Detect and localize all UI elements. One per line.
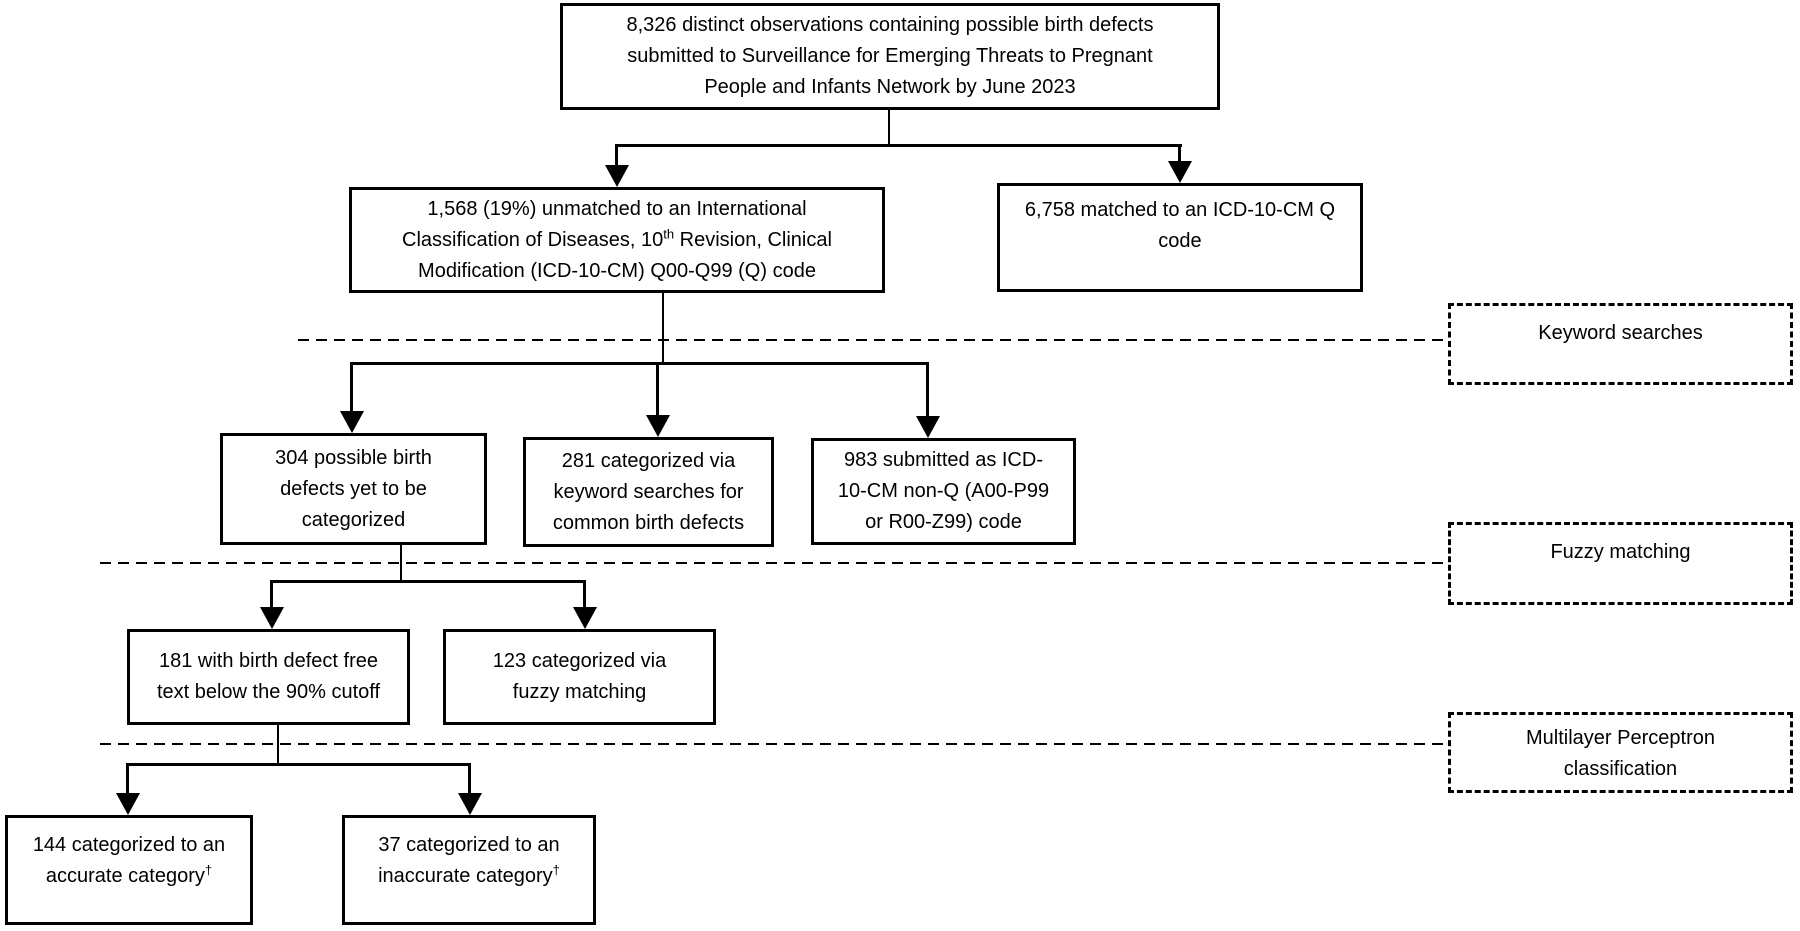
stage-label-fuzzy-matching: Fuzzy matching	[1448, 522, 1793, 605]
connector-bar	[616, 144, 1182, 147]
node-inaccurate-category-text: 37 categorized to an inaccurate category…	[378, 834, 560, 887]
stage-divider-fuzzy	[100, 562, 1448, 564]
connector-bar	[126, 763, 471, 766]
node-matched-icd: 6,758 matched to an ICD-10-CM Q code	[997, 183, 1363, 292]
node-fuzzy-categorized: 123 categorized via fuzzy matching	[443, 629, 716, 725]
stage-label-keyword-searches-text: Keyword searches	[1538, 322, 1703, 344]
connector-stem	[277, 725, 279, 765]
connector-drop	[468, 763, 471, 796]
arrow-down-icon	[458, 793, 482, 815]
node-unmatched-icd: 1,568 (19%) unmatched to an Internationa…	[349, 187, 885, 293]
arrow-down-icon	[646, 415, 670, 437]
arrow-down-icon	[605, 165, 629, 187]
arrow-down-icon	[573, 607, 597, 629]
stage-label-mlp-classification: Multilayer Perceptron classification	[1448, 712, 1793, 793]
connector-bar	[350, 362, 929, 365]
node-total-observations: 8,326 distinct observations containing p…	[560, 3, 1220, 110]
connector-drop	[350, 362, 353, 414]
connector-drop	[615, 144, 618, 172]
node-below-cutoff-text: 181 with birth defect free text below th…	[156, 650, 381, 703]
node-total-observations-text: 8,326 distinct observations containing p…	[626, 14, 1154, 98]
node-unmatched-icd-text: 1,568 (19%) unmatched to an Internationa…	[402, 197, 832, 282]
connector-stem	[662, 293, 664, 364]
connector-drop	[126, 763, 129, 796]
stage-label-fuzzy-matching-text: Fuzzy matching	[1550, 541, 1691, 563]
connector-bar	[270, 580, 586, 583]
connector-drop	[270, 580, 273, 610]
arrow-down-icon	[260, 607, 284, 629]
node-keyword-categorized: 281 categorized via keyword searches for…	[523, 437, 774, 547]
node-uncategorized-text: 304 possible birth defects yet to be cat…	[275, 446, 432, 531]
connector-drop	[656, 362, 659, 418]
superscript-dagger: †	[552, 862, 560, 878]
stage-label-keyword-searches: Keyword searches	[1448, 303, 1793, 385]
node-nonq-code-text: 983 submitted as ICD- 10-CM non-Q (A00-P…	[837, 449, 1050, 533]
connector-drop	[1178, 144, 1181, 168]
superscript-th: th	[663, 225, 675, 241]
node-below-cutoff: 181 with birth defect free text below th…	[127, 629, 410, 725]
arrow-down-icon	[116, 793, 140, 815]
arrow-down-icon	[916, 416, 940, 438]
node-fuzzy-categorized-text: 123 categorized via fuzzy matching	[492, 650, 667, 703]
node-nonq-code: 983 submitted as ICD- 10-CM non-Q (A00-P…	[811, 438, 1076, 545]
stage-divider-mlp	[100, 743, 1448, 745]
arrow-down-icon	[340, 411, 364, 433]
node-keyword-categorized-text: 281 categorized via keyword searches for…	[552, 449, 745, 534]
node-accurate-category-text: 144 categorized to an accurate category†	[32, 834, 226, 887]
node-uncategorized: 304 possible birth defects yet to be cat…	[220, 433, 487, 545]
connector-drop	[926, 362, 929, 419]
superscript-dagger: †	[204, 862, 213, 878]
stage-label-mlp-classification-text: Multilayer Perceptron classification	[1526, 727, 1715, 780]
node-matched-icd-text: 6,758 matched to an ICD-10-CM Q code	[1024, 199, 1336, 252]
connector-stem	[888, 110, 890, 146]
node-accurate-category: 144 categorized to an accurate category†	[5, 815, 253, 925]
connector-stem	[400, 545, 402, 582]
node-inaccurate-category: 37 categorized to an inaccurate category…	[342, 815, 596, 925]
arrow-down-icon	[1168, 161, 1192, 183]
connector-drop	[583, 580, 586, 610]
stage-divider-keyword	[298, 339, 1448, 341]
